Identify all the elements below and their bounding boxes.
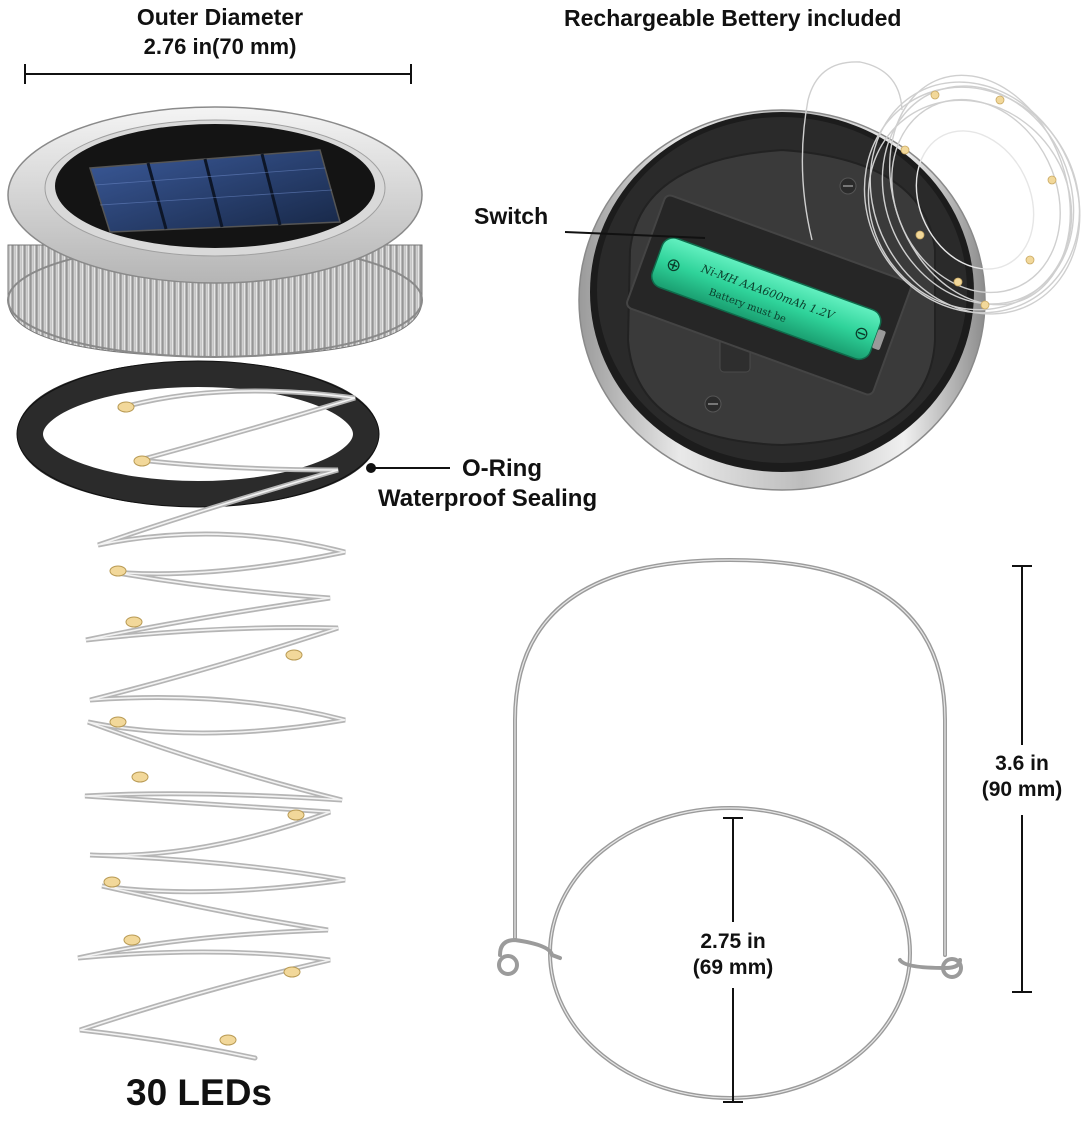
outer-diameter-value: 2.76 in(70 mm) <box>143 34 297 59</box>
o-ring-title: O-Ring <box>462 455 542 482</box>
switch-label: Switch <box>474 203 549 229</box>
o-ring-gasket <box>16 360 450 508</box>
solar-lid <box>7 106 423 358</box>
ring-diameter-dimension-line <box>723 817 743 1103</box>
coiled-led-wire <box>801 61 1081 315</box>
ring-diameter-mm: (69 mm) <box>692 956 774 979</box>
ring-diameter-inches: 2.75 in <box>700 930 766 953</box>
outer-diameter-title: Outer Diameter <box>136 4 304 30</box>
o-ring-subtitle: Waterproof Sealing <box>378 485 598 512</box>
handle-height-mm: (90 mm) <box>981 778 1063 801</box>
wire-hanger-handle <box>497 557 963 1100</box>
led-fairy-light-spiral <box>77 388 356 1061</box>
lid-underside: ⊕ ⊖ Ni-MH AAA600mAh 1.2V Battery must be <box>564 109 986 491</box>
battery-minus-symbol: ⊖ <box>851 321 872 346</box>
handle-height-inches: 3.6 in <box>995 752 1049 775</box>
outer-diameter-dimension-line <box>24 64 412 84</box>
led-count-label: 30 LEDs <box>126 1072 273 1113</box>
handle-height-dimension-line <box>1012 565 1032 993</box>
battery-plus-symbol: ⊕ <box>663 253 684 278</box>
led-bulbs <box>103 401 305 1046</box>
solar-panel <box>89 149 341 233</box>
battery-title: Rechargeable Bettery included <box>564 5 902 31</box>
